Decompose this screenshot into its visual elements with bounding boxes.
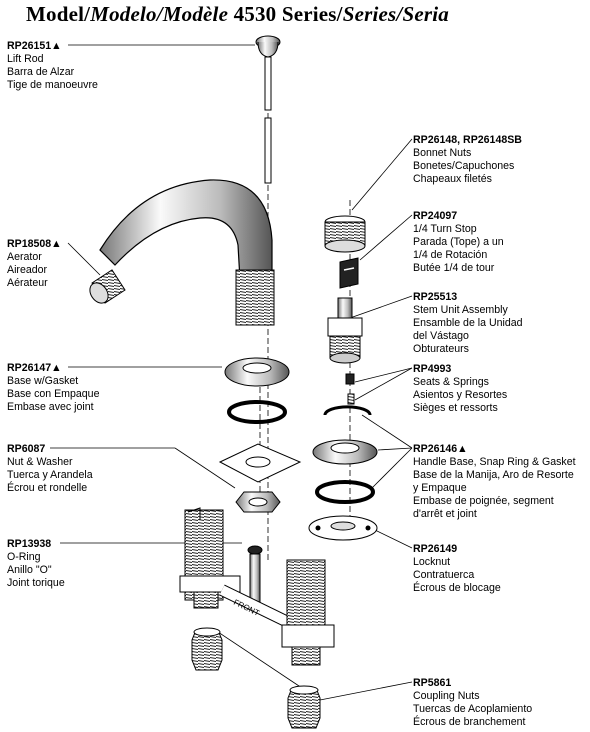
snap-ring-part bbox=[323, 405, 372, 416]
base-gasket-part bbox=[224, 357, 290, 424]
bonnet-nut-part bbox=[324, 215, 366, 253]
lift-rod-part bbox=[255, 35, 281, 184]
stem-unit-part bbox=[327, 297, 363, 364]
locknut-part bbox=[308, 515, 378, 541]
handle-base-part bbox=[312, 439, 378, 504]
leader-lines bbox=[50, 44, 413, 701]
coupling-nut-part bbox=[191, 627, 321, 729]
label-handle-base: RP26146▲ Handle Base, Snap Ring & Gasket… bbox=[413, 443, 576, 520]
turn-stop-part bbox=[339, 257, 359, 289]
o-ring-part bbox=[247, 545, 263, 605]
nut-washer-part bbox=[218, 443, 302, 513]
seats-springs-part bbox=[345, 373, 355, 405]
spout-part bbox=[99, 179, 275, 326]
page-title: Model/Modelo/Modèle 4530 Series/Series/S… bbox=[26, 2, 449, 26]
aerator-part bbox=[89, 269, 126, 304]
